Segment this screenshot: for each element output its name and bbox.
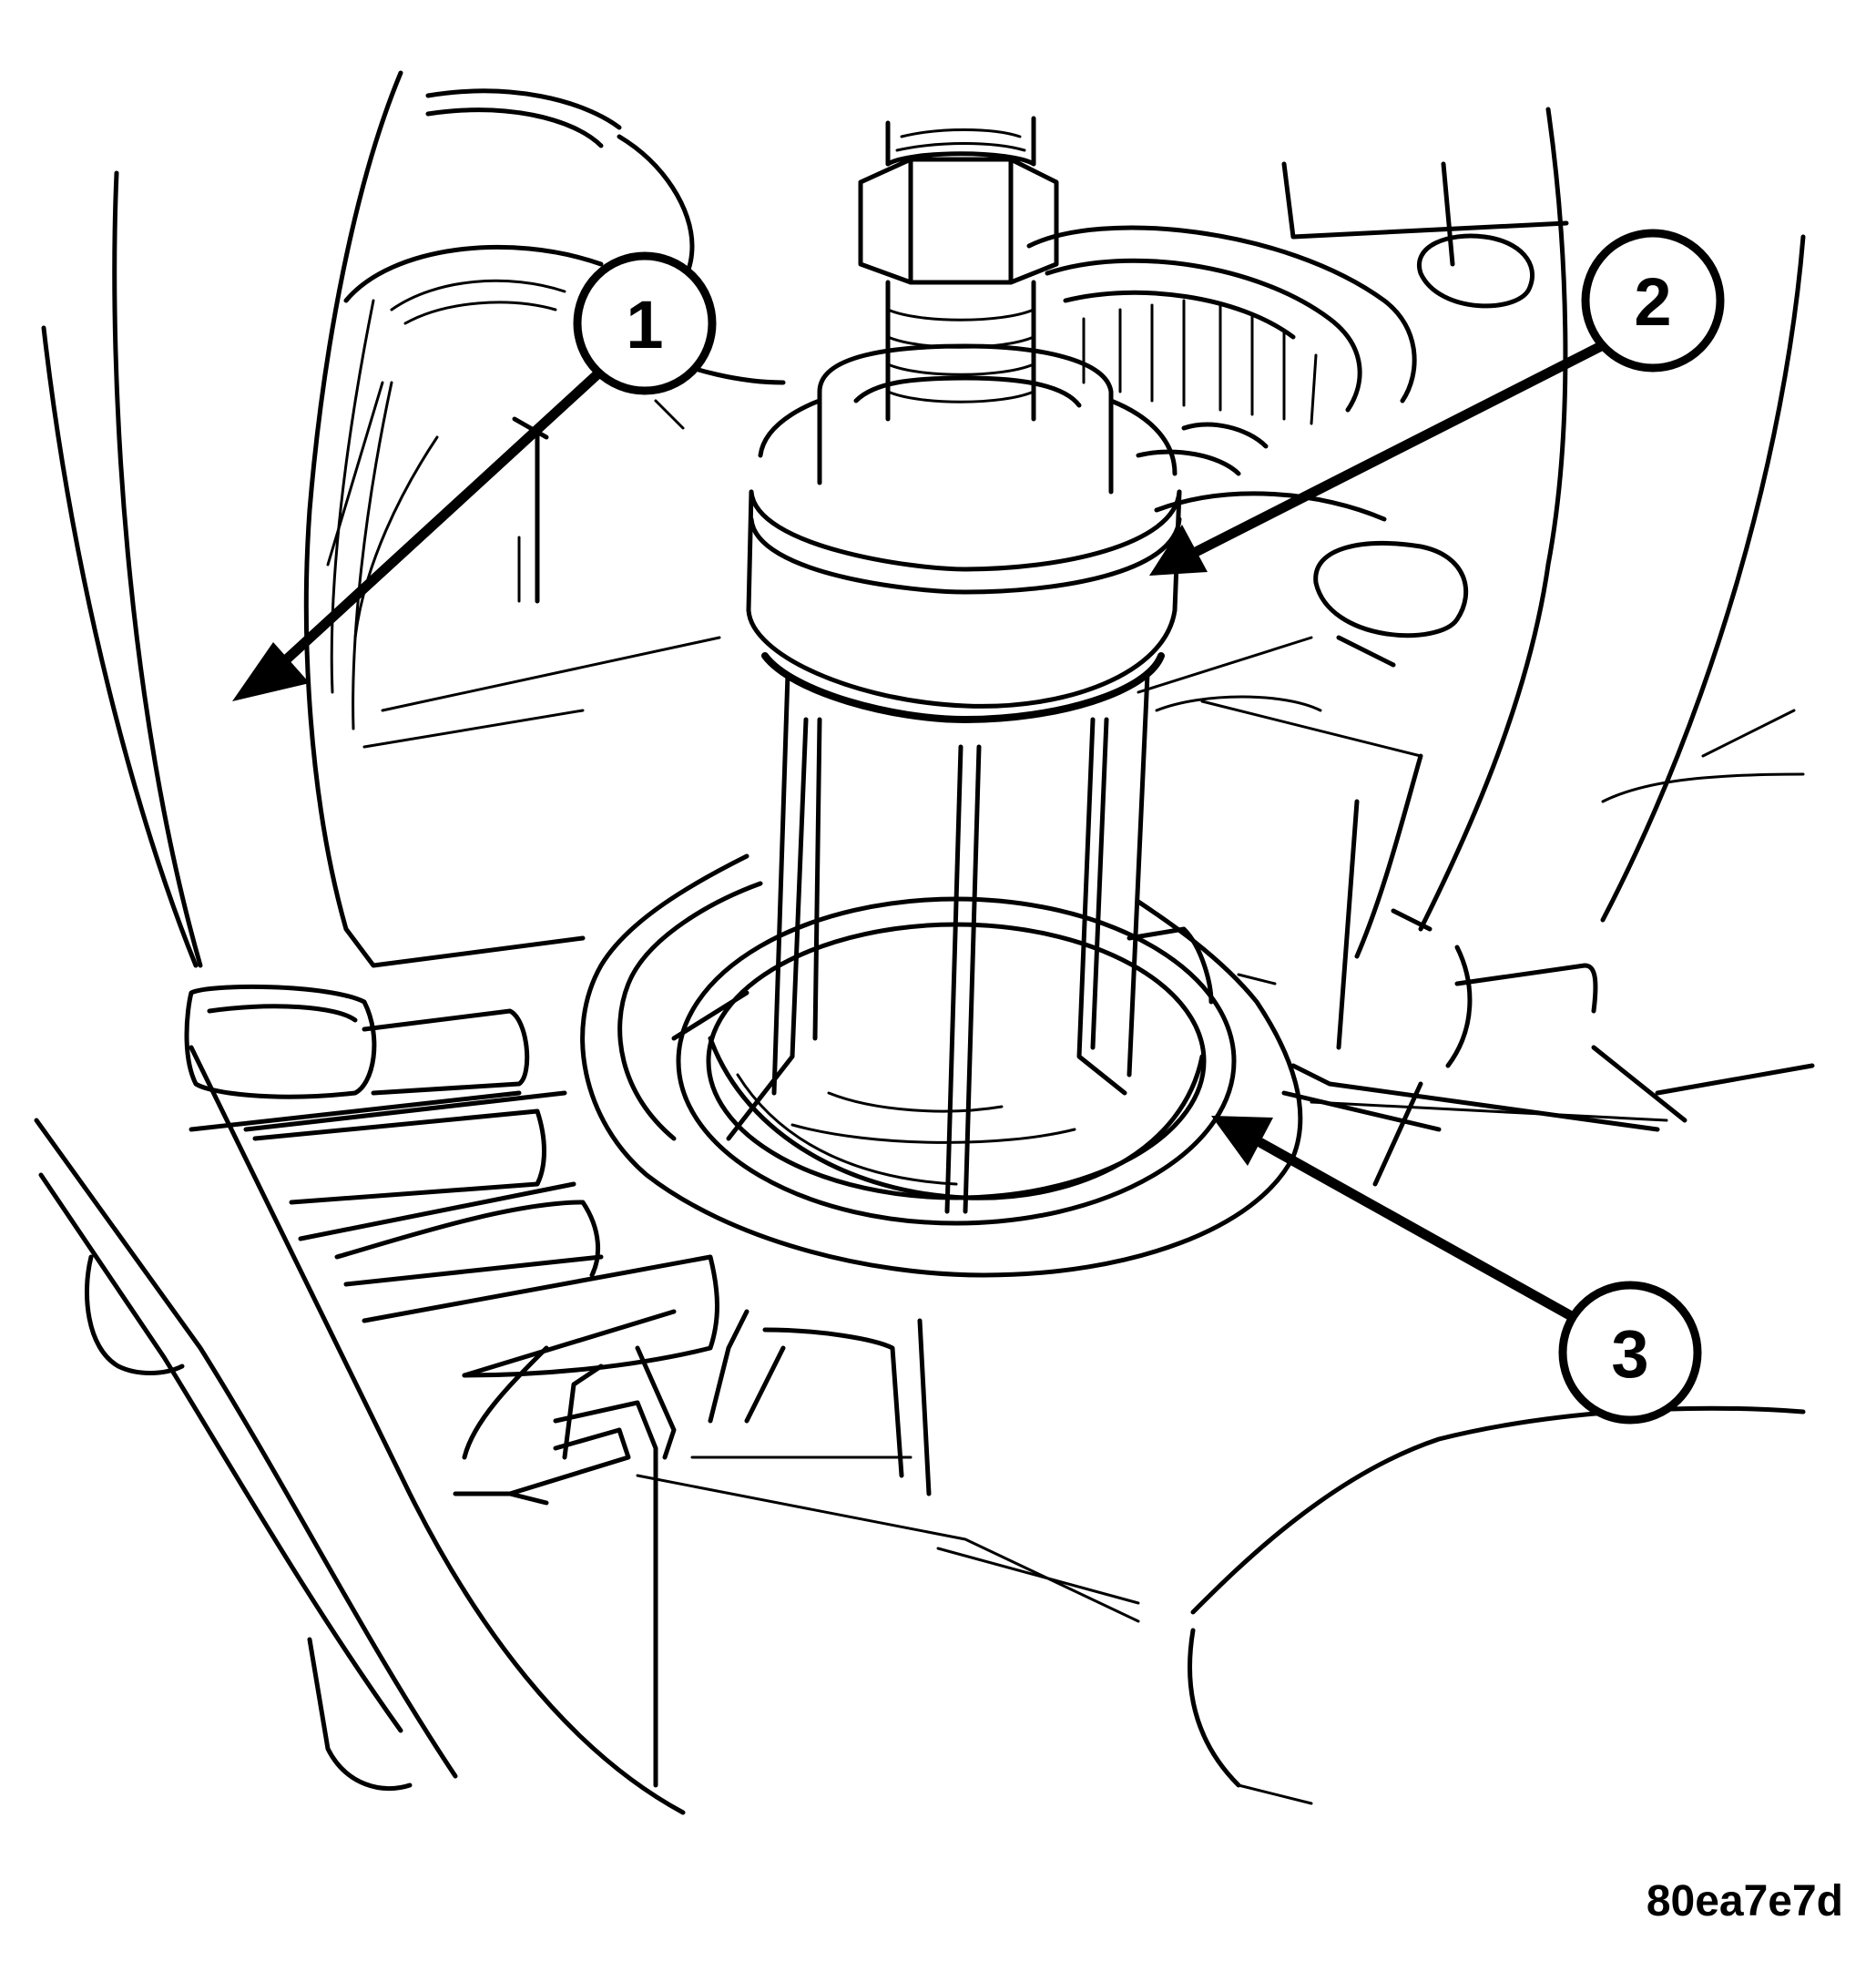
bearing-rollers: [1026, 225, 1417, 522]
arrowhead-2: [1149, 525, 1208, 576]
lower-right-component: [1188, 1405, 1806, 1805]
seal-and-bore: [580, 853, 1303, 1278]
arrowhead-1: [232, 642, 310, 701]
callout-2: 2: [1581, 229, 1725, 373]
callout-1: 1: [573, 251, 717, 395]
puller-collet: [726, 343, 1182, 1214]
leader-line-2: [1192, 336, 1616, 557]
leader-lines: [232, 336, 1616, 1328]
threaded-rod: [858, 116, 1059, 422]
callout-2-label: 2: [1634, 264, 1671, 340]
leader-line-3: [1256, 1138, 1588, 1328]
callout-3-label: 3: [1611, 1316, 1648, 1392]
callout-3: 3: [1558, 1281, 1702, 1425]
case-right: [1137, 107, 1815, 1187]
case-ribs: [184, 984, 932, 1496]
leader-line-1: [275, 359, 614, 670]
callout-1-label: 1: [626, 287, 663, 363]
arrowhead-3: [1211, 1116, 1273, 1166]
transmission-case: [41, 70, 786, 968]
figure-id: 80ea7e7d: [1646, 1877, 1843, 1925]
housing-wall: [34, 1045, 1140, 1815]
